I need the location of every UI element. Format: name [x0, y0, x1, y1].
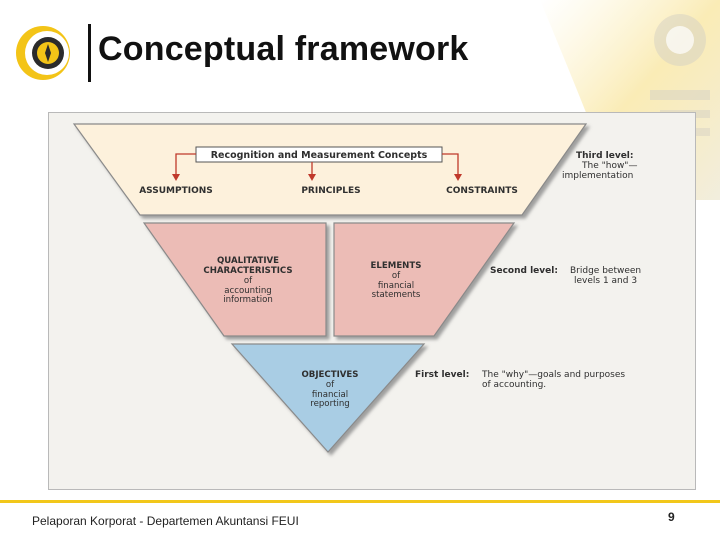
svg-text:OBJECTIVES: OBJECTIVES [301, 370, 358, 380]
svg-text:of: of [244, 276, 253, 286]
svg-text:information: information [223, 295, 273, 305]
svg-text:The "why"—goals and purposes: The "why"—goals and purposes [481, 370, 625, 380]
slide-title: Conceptual framework [98, 30, 469, 69]
recognition-label: Recognition and Measurement Concepts [211, 150, 428, 161]
constraints-label: CONSTRAINTS [446, 186, 518, 196]
svg-text:of accounting.: of accounting. [482, 380, 546, 390]
second-level-description: Second level: Bridge between levels 1 an… [490, 266, 641, 286]
svg-text:statements: statements [372, 290, 421, 300]
principles-label: PRINCIPLES [301, 186, 360, 196]
first-level-description: First level: The "why"—goals and purpose… [415, 370, 625, 390]
title-divider [88, 24, 91, 82]
conceptual-framework-diagram: Recognition and Measurement Concepts ASS… [48, 112, 696, 490]
svg-text:First level:: First level: [415, 370, 469, 380]
svg-text:implementation: implementation [562, 171, 633, 181]
svg-text:ELEMENTS: ELEMENTS [371, 261, 422, 271]
footer-divider [0, 500, 720, 503]
svg-text:of: of [326, 380, 335, 390]
assumptions-label: ASSUMPTIONS [139, 186, 213, 196]
svg-text:The "how"—: The "how"— [581, 161, 637, 171]
elements-text: ELEMENTS of financial statements [371, 261, 422, 300]
elements-shape [334, 223, 514, 336]
page-number: 9 [668, 510, 675, 524]
footer-text: Pelaporan Korporat - Departemen Akuntans… [32, 514, 299, 528]
university-logo [14, 24, 72, 82]
svg-text:reporting: reporting [310, 399, 350, 409]
svg-text:CHARACTERISTICS: CHARACTERISTICS [203, 266, 292, 276]
svg-text:QUALITATIVE: QUALITATIVE [217, 256, 279, 266]
third-level-description: Third level: The "how"— implementation [562, 151, 637, 181]
qualitative-characteristics-shape [144, 223, 326, 336]
svg-text:of: of [392, 271, 401, 281]
svg-text:Second level:: Second level: [490, 266, 558, 276]
svg-text:Third level:: Third level: [576, 151, 634, 161]
svg-text:levels 1 and 3: levels 1 and 3 [574, 276, 637, 286]
third-level-shape [74, 124, 586, 215]
svg-text:Bridge between: Bridge between [570, 266, 641, 276]
